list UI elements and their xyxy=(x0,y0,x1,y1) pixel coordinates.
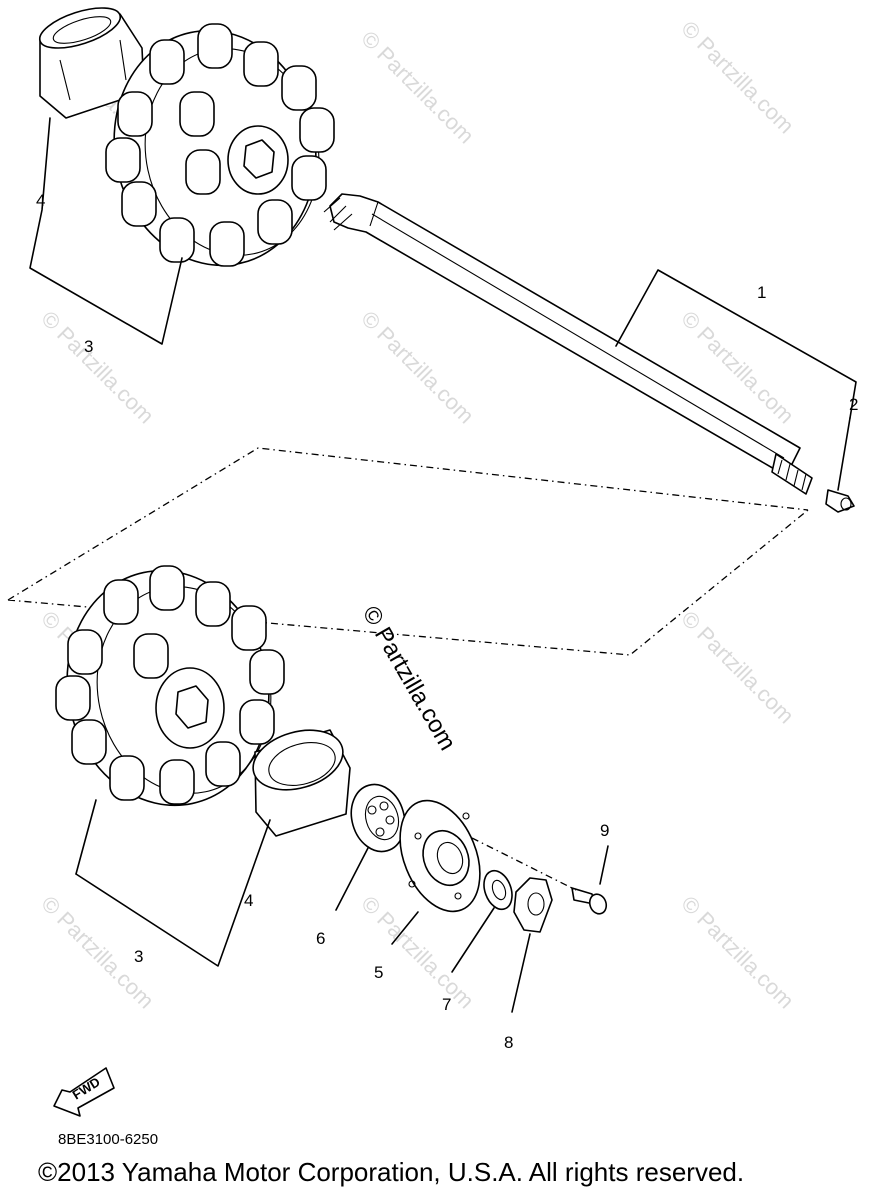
callout-6: 6 xyxy=(316,929,325,948)
watermark-faint: © Partzilla.com xyxy=(356,306,479,429)
callout-9: 9 xyxy=(600,821,609,840)
bearing-housing xyxy=(399,799,481,913)
exploded-view-drawing: © Partzilla.com © Partzilla.com © Partzi… xyxy=(7,7,858,1148)
callout-3-bottom: 3 xyxy=(134,947,143,966)
collar-top xyxy=(38,7,145,119)
callout-4-top: 4 xyxy=(36,191,45,210)
watermark-faint: © Partzilla.com xyxy=(36,306,159,429)
callout-5: 5 xyxy=(374,963,383,982)
copyright-notice: ©2013 Yamaha Motor Corporation, U.S.A. A… xyxy=(38,1157,745,1187)
callout-2: 2 xyxy=(849,395,858,414)
watermark-main: © Partzilla.com xyxy=(357,602,461,756)
callout-1: 1 xyxy=(757,283,766,302)
watermark-faint: © Partzilla.com xyxy=(676,891,799,1014)
bearing xyxy=(350,783,406,853)
flange-bolt xyxy=(571,887,608,915)
assembly-line xyxy=(7,447,809,656)
callout-3-top: 3 xyxy=(84,337,93,356)
sprocket-bottom xyxy=(55,565,285,807)
watermark-faint: © Partzilla.com xyxy=(676,606,799,729)
fwd-arrow-icon: FWD xyxy=(53,1067,115,1117)
leader-lines xyxy=(29,117,857,1013)
callout-7: 7 xyxy=(442,995,451,1014)
watermark-faint: © Partzilla.com xyxy=(356,26,479,149)
callout-8: 8 xyxy=(504,1033,513,1052)
collar-nut xyxy=(825,489,855,513)
drive-shaft xyxy=(323,193,813,495)
diagram-code: 8BE3100-6250 xyxy=(58,1131,158,1148)
washer xyxy=(483,869,513,911)
bolt-axis-line xyxy=(471,837,577,891)
hex-nut xyxy=(513,877,553,933)
callout-numbers: 1 2 3 4 3 4 5 6 7 8 9 xyxy=(36,191,858,1052)
collar-bottom xyxy=(252,729,351,837)
watermark-faint: © Partzilla.com xyxy=(676,16,799,139)
callout-4-bottom: 4 xyxy=(244,891,253,910)
sprocket-top xyxy=(105,23,335,267)
